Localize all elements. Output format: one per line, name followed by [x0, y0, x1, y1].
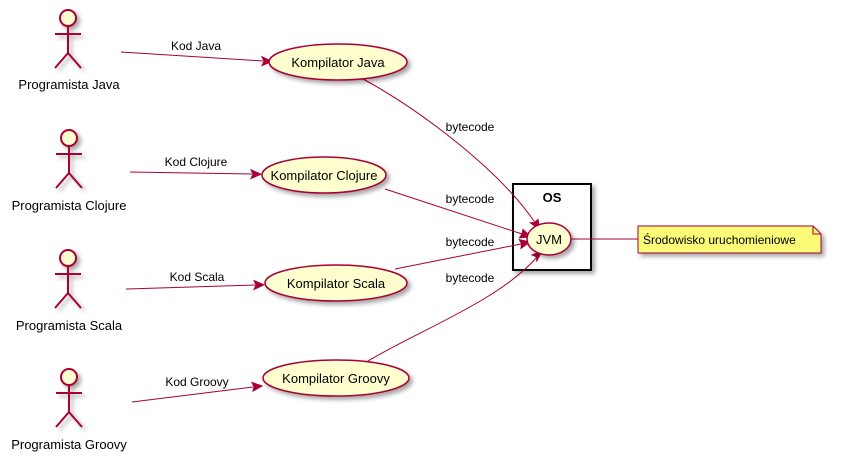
actor-label-clojure: Programista Clojure: [12, 198, 127, 213]
edge-label-bytecode-groovy: bytecode: [446, 271, 495, 285]
edge-kod-clojure: Kod Clojure: [129, 155, 263, 180]
edge-label-kod-groovy: Kod Groovy: [165, 375, 228, 389]
note-text: Środowisko uruchomieniowe: [643, 232, 796, 247]
compiler-edges: bytecode bytecode bytecode bytecode: [362, 78, 544, 362]
usecase-label-groovy: Kompilator Groovy: [282, 371, 390, 386]
edge-label-bytecode-clojure: bytecode: [446, 192, 495, 206]
actor-programista-clojure: [55, 129, 83, 189]
actor-edges: Kod Java Kod Clojure Kod Scala Kod Groov…: [120, 39, 274, 403]
actor-programista-scala: [54, 249, 82, 309]
usecase-kompilator-java: Kompilator Java: [268, 43, 408, 81]
edge-kod-java: Kod Java: [120, 39, 274, 67]
edge-bytecode-clojure: bytecode: [384, 188, 533, 239]
edge-kod-scala: Kod Scala: [125, 270, 266, 291]
edge-label-kod-scala: Kod Scala: [170, 270, 225, 284]
edge-label-bytecode-scala: bytecode: [446, 235, 495, 249]
usecase-label-scala: Kompilator Scala: [287, 276, 386, 291]
actor-programista-java: [54, 9, 82, 69]
usecase-label-clojure: Kompilator Clojure: [271, 168, 378, 183]
actor-programista-groovy: [55, 368, 83, 428]
usecase-label-java: Kompilator Java: [291, 55, 385, 70]
usecase-kompilator-groovy: Kompilator Groovy: [262, 359, 410, 397]
usecase-label-jvm: JVM: [536, 232, 562, 247]
usecase-jvm: JVM: [526, 222, 572, 256]
usecase-kompilator-scala: Kompilator Scala: [264, 264, 408, 302]
edge-label-bytecode-java: bytecode: [446, 120, 495, 134]
edge-bytecode-groovy: bytecode: [367, 250, 544, 362]
os-label: OS: [543, 190, 562, 205]
edge-kod-groovy: Kod Groovy: [131, 375, 264, 403]
edge-label-kod-java: Kod Java: [171, 39, 221, 53]
actor-label-scala: Programista Scala: [16, 318, 123, 333]
usecase-kompilator-clojure: Kompilator Clojure: [261, 156, 387, 194]
actor-label-groovy: Programista Groovy: [11, 437, 127, 452]
actor-label-java: Programista Java: [18, 77, 120, 92]
os-box: OS: [512, 183, 592, 271]
edge-bytecode-scala: bytecode: [394, 235, 532, 270]
edge-label-kod-clojure: Kod Clojure: [165, 155, 228, 169]
note: Środowisko uruchomieniowe: [637, 225, 822, 254]
